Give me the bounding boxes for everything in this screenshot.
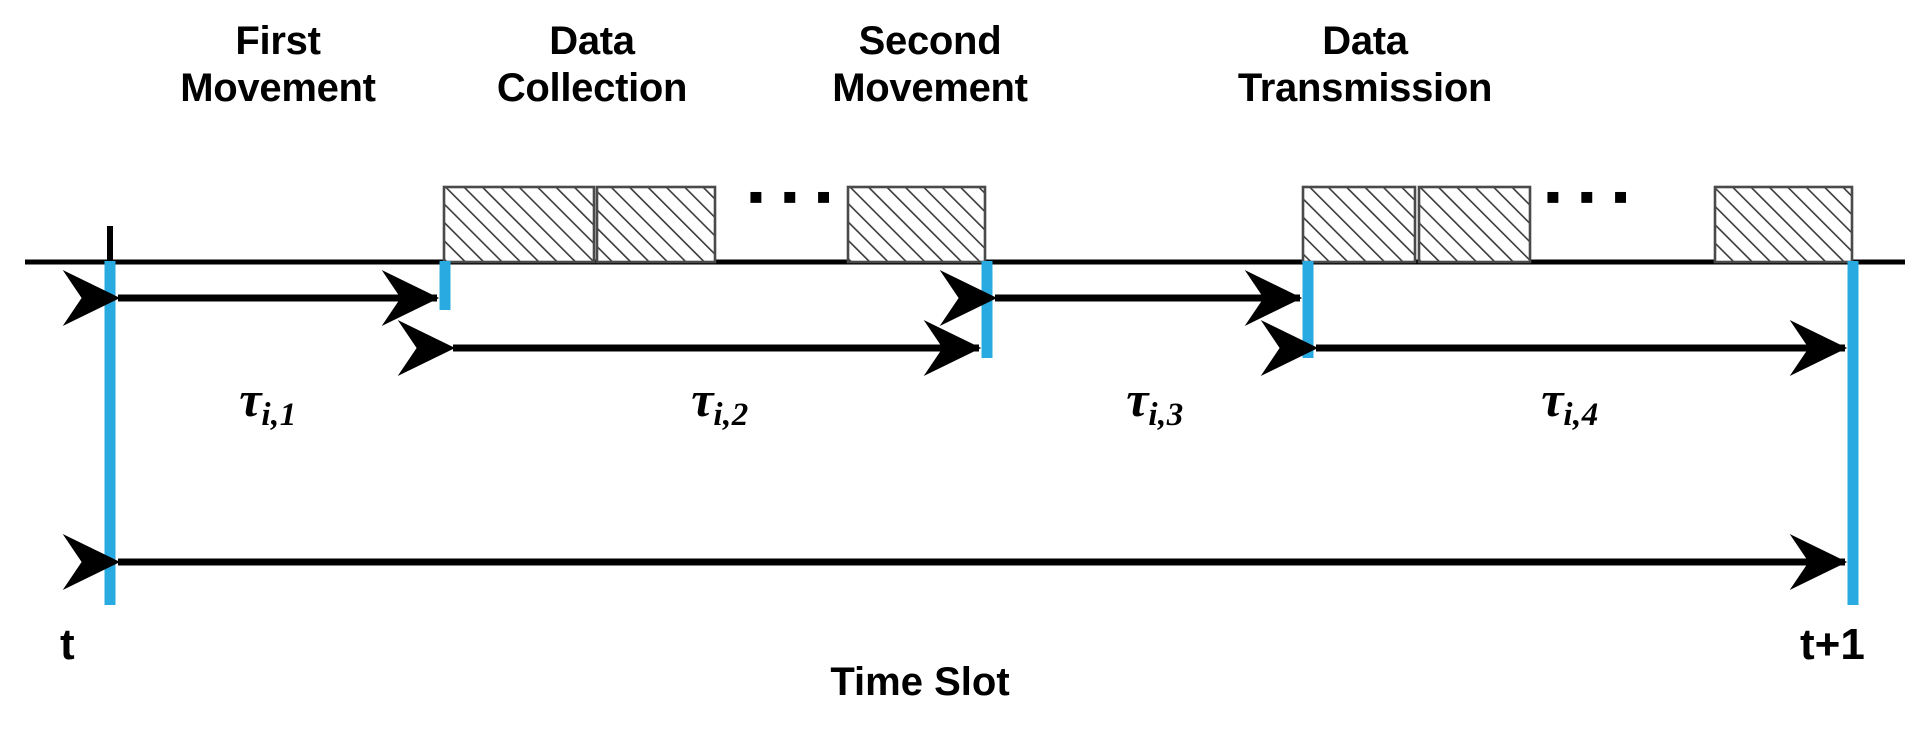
tau-symbol-i2: τ (691, 371, 714, 427)
tau-symbol-i1: τ (239, 371, 262, 427)
data-collection-blocks (442, 185, 987, 264)
tau-subscript-i2: i,2 (713, 397, 749, 434)
slot-end-label: t+1 (1800, 620, 1865, 669)
phase-label-data-collection: Data Collection (496, 19, 688, 111)
tau-symbol-i3: τ (1126, 371, 1149, 427)
tau-subscript-i1: i,1 (261, 397, 297, 434)
phase-label-data-transmission: Data Transmission (1237, 19, 1493, 111)
collection-block-1 (442, 185, 596, 264)
collection-block-2 (595, 185, 717, 264)
phase-label-second-movement: Second Movement (832, 19, 1028, 111)
collection-ellipsis-icon: ▪ ▪ ▪ (748, 172, 835, 221)
slot-start-label: t (60, 620, 75, 669)
tau-label-i3: τi,3 (1065, 370, 1245, 434)
tau-label-i1: τi,1 (178, 370, 358, 434)
tau-symbol-i4: τ (1541, 371, 1564, 427)
collection-block-3 (846, 185, 987, 264)
tau-subscript-i3: i,3 (1148, 397, 1184, 434)
transmission-block-1 (1301, 185, 1417, 264)
phase-label-first-movement: First Movement (180, 19, 376, 111)
transmission-block-3 (1713, 185, 1854, 264)
tau-label-i2: τi,2 (630, 370, 810, 434)
time-slot-axis-label: Time Slot (830, 660, 1010, 704)
data-transmission-blocks (1301, 185, 1854, 264)
transmission-block-2 (1417, 185, 1532, 264)
tau-subscript-i4: i,4 (1563, 397, 1599, 434)
transmission-ellipsis-icon: ▪ ▪ ▪ (1545, 172, 1632, 221)
tau-label-i4: τi,4 (1480, 370, 1660, 434)
